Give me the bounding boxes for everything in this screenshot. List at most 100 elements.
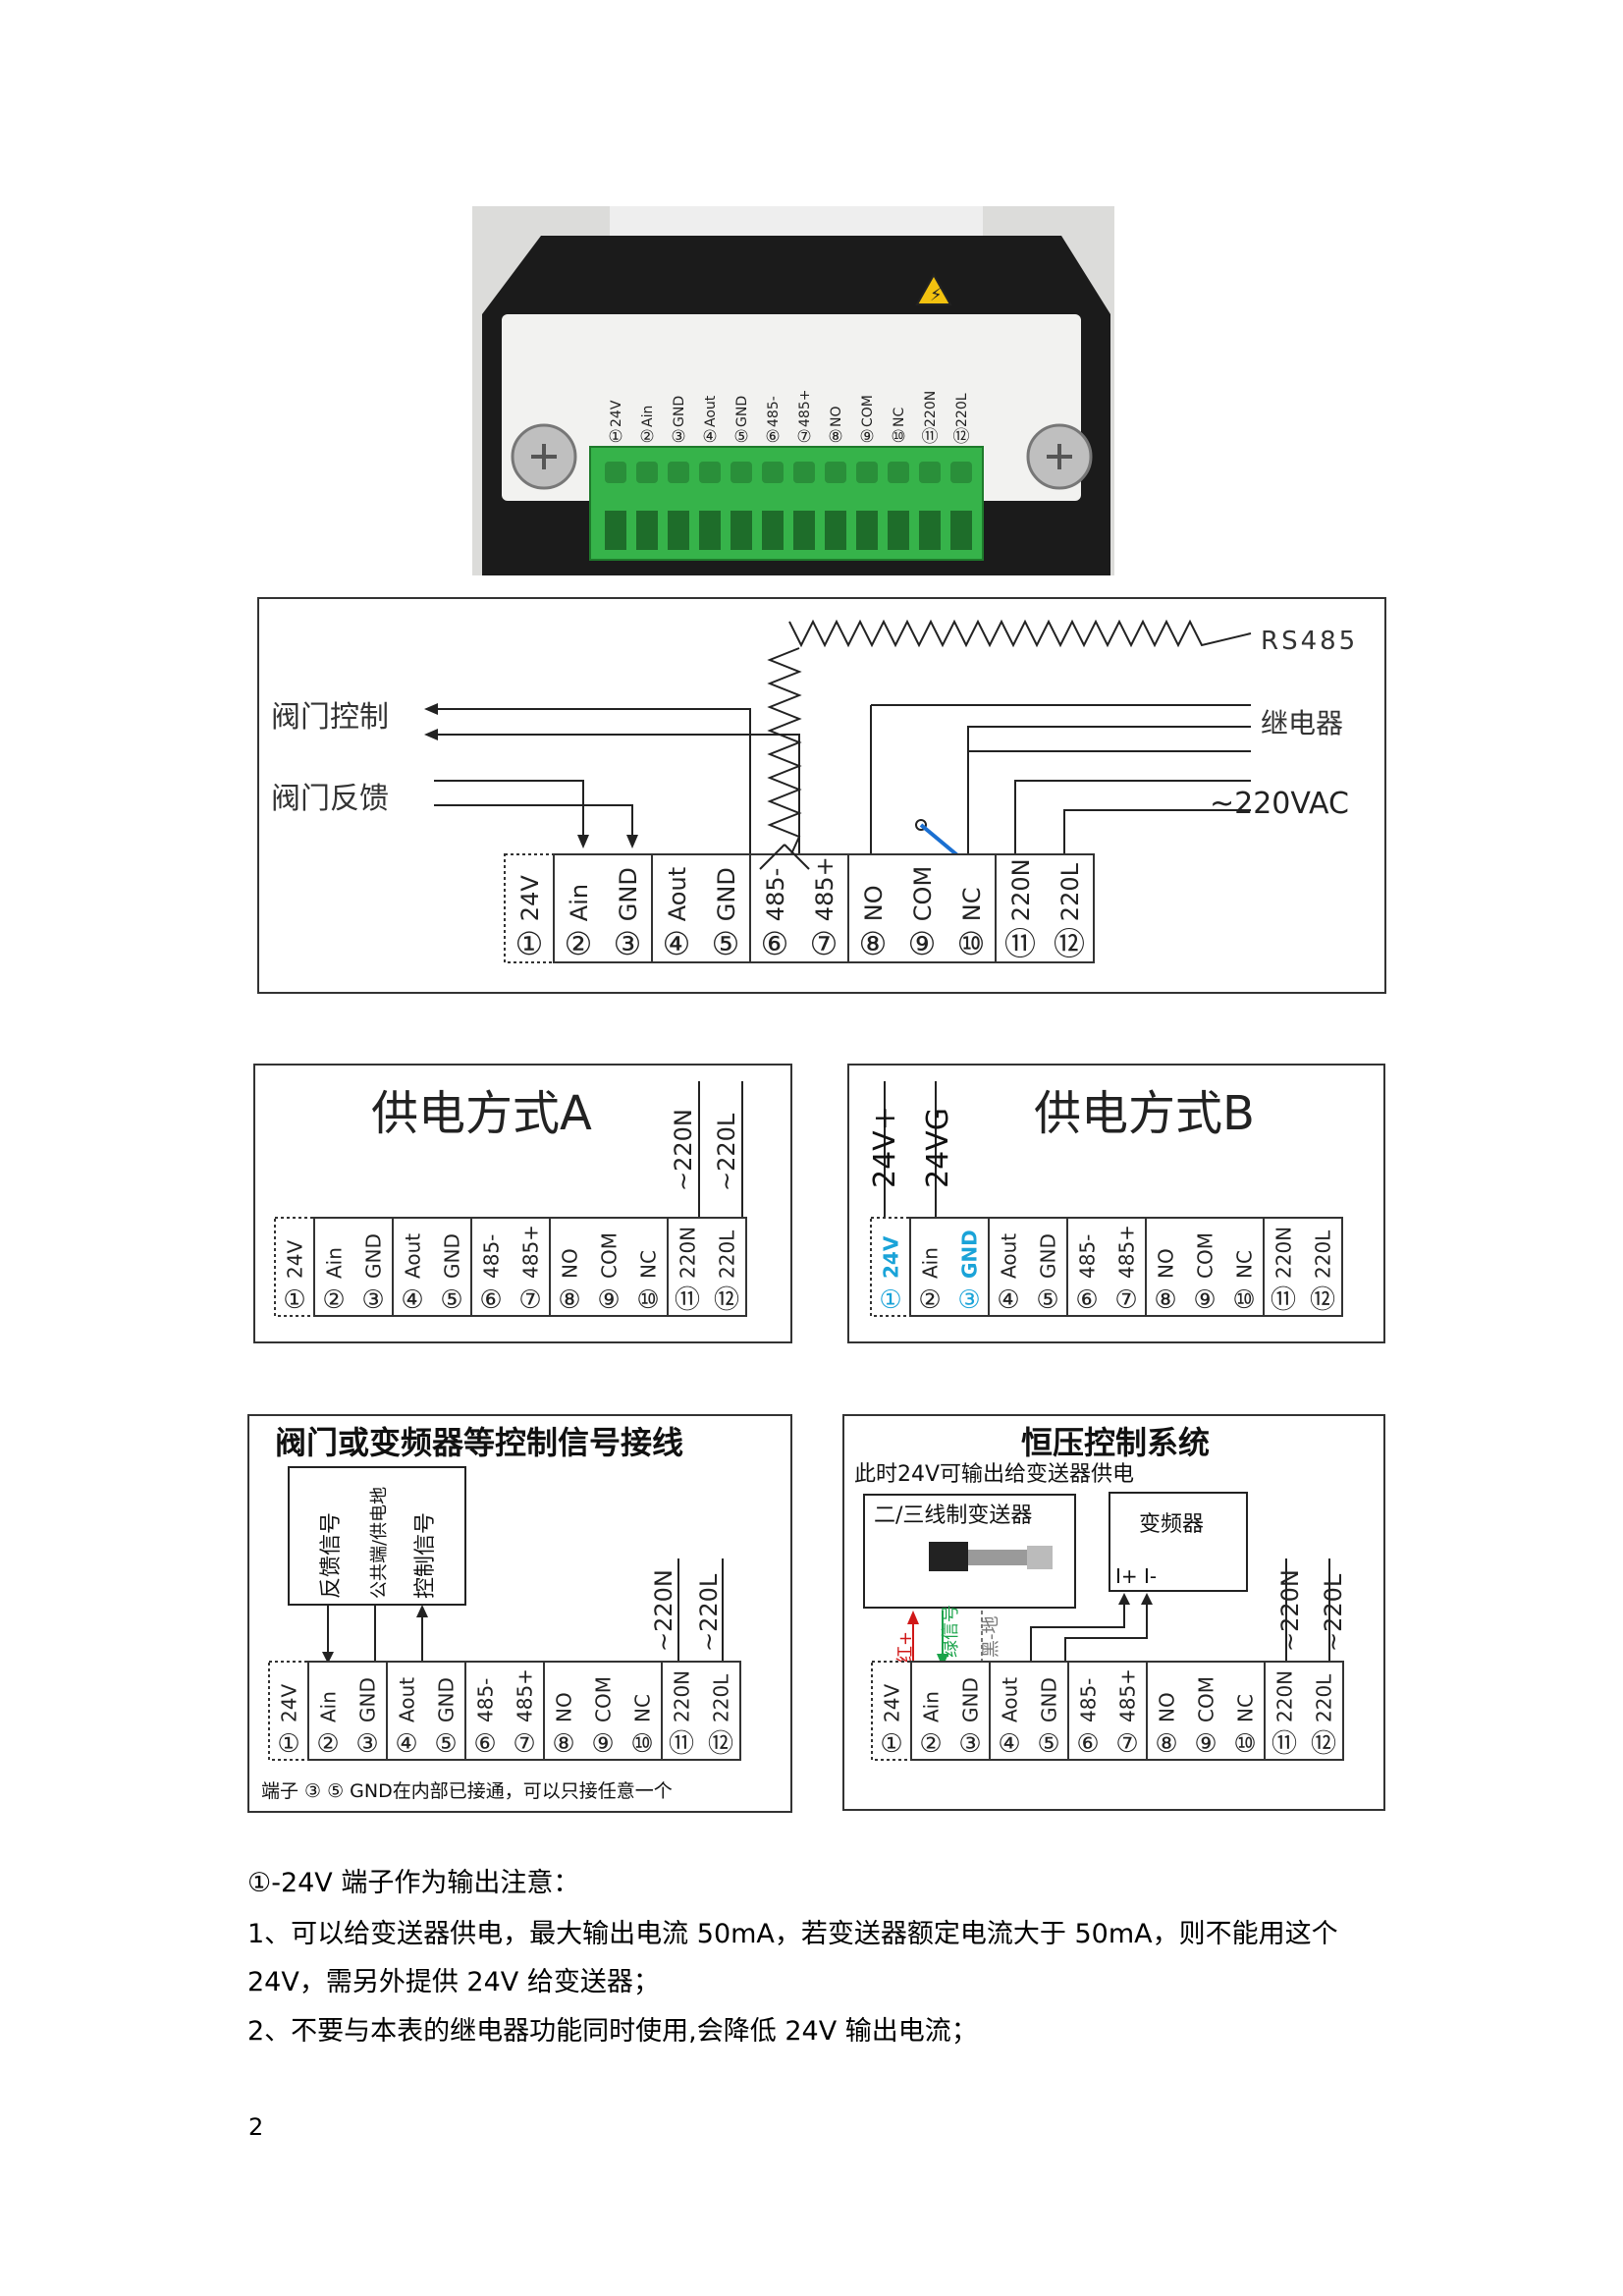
valve-signal-title: 阀门或变频器等控制信号接线 (275, 1424, 683, 1461)
terminal-number-4: ④ (997, 1285, 1019, 1315)
terminal-group-4 (1145, 1217, 1265, 1317)
photo-wire-slot (950, 511, 972, 550)
photo-label-4: Aout (703, 395, 719, 427)
terminal-label-1: 24V (881, 1684, 904, 1722)
label-relay: 继电器 (1261, 707, 1343, 739)
note-line-3: 24V，需另外提供 24V 给变送器； (247, 1967, 660, 1997)
terminal-label-4: Aout (998, 1233, 1021, 1279)
photo-screw-slot (699, 462, 721, 483)
terminal-group-4 (1146, 1661, 1266, 1761)
terminal-number-2: ② (565, 925, 593, 962)
terminal-group-3 (464, 1661, 545, 1761)
wire-black-label: 黑-地 (981, 1616, 1001, 1659)
photo-wire-slot (730, 511, 752, 550)
terminal-number-5: ⑤ (712, 925, 740, 962)
terminal-label-8: NO (559, 1248, 582, 1279)
terminal-label-9: COM (592, 1676, 616, 1722)
terminal-number-5: ⑤ (1036, 1285, 1058, 1315)
warning-icon (915, 272, 952, 305)
terminal-number-5: ⑤ (440, 1285, 462, 1315)
terminal-number-2: ② (316, 1729, 339, 1759)
terminal-label-6: 485- (1077, 1678, 1101, 1722)
terminal-number-9: ⑨ (1194, 1729, 1217, 1759)
terminal-number-9: ⑨ (908, 925, 937, 962)
cp-wire-1: ~220N (1276, 1569, 1304, 1652)
photo-screw-slot (636, 462, 658, 483)
svg-text:⚡: ⚡ (930, 285, 943, 305)
valve-wire-2: ~220L (695, 1573, 723, 1652)
terminal-label-3: GND (958, 1230, 982, 1279)
terminal-label-7: 485+ (811, 856, 839, 921)
terminal-label-8: NO (1156, 1692, 1179, 1722)
photo-wire-slot (919, 511, 941, 550)
photo-screw-slot (888, 462, 909, 483)
terminal-group-0 (274, 1217, 315, 1317)
terminal-number-12: ⑫ (708, 1729, 733, 1759)
terminal-group-5 (661, 1661, 741, 1761)
note-line-1: ①-24V 端子作为输出注意： (247, 1868, 580, 1898)
terminal-group-1 (910, 1661, 991, 1761)
terminal-number-6: ⑥ (473, 1729, 496, 1759)
rs485-twisted-pair (788, 619, 1252, 648)
terminal-number-5: ⑤ (1037, 1729, 1059, 1759)
terminal-label-12: 220L (716, 1230, 739, 1279)
terminal-label-8: NO (553, 1692, 576, 1722)
terminal-label-4: Aout (396, 1677, 419, 1722)
terminal-number-3: ③ (614, 925, 642, 962)
label-220vac: ~220VAC (1210, 787, 1349, 821)
valve-signal-svg: 阀门或变频器等控制信号接线 反馈信号 公共端/供电地 控制信号 ~220N ~2… (261, 1424, 741, 1802)
terminal-number-2: ② (918, 1285, 941, 1315)
power-b-wire-1: 24V+ (868, 1106, 902, 1188)
terminal-number-1: ① (879, 1285, 901, 1315)
terminal-label-5: GND (441, 1233, 464, 1279)
photo-number-1: ① (608, 427, 622, 447)
photo-wire-slot (636, 511, 658, 550)
terminal-number-6: ⑥ (479, 1285, 502, 1315)
photo-screw-slot (919, 462, 941, 483)
terminal-group-0 (870, 1217, 911, 1317)
terminal-label-5: GND (1037, 1233, 1060, 1279)
photo-label-6: 485- (766, 396, 782, 427)
terminal-number-1: ① (283, 1285, 305, 1315)
terminal-label-6: 485- (474, 1678, 498, 1722)
photo-label-1: 24V (609, 400, 624, 427)
terminal-number-1: ① (277, 1729, 299, 1759)
photo-number-9: ⑨ (859, 427, 874, 447)
terminal-group-5 (1264, 1661, 1344, 1761)
photo-screw-slot (950, 462, 972, 483)
terminal-group-3 (749, 853, 849, 963)
photo-wire-slot (699, 511, 721, 550)
note-line-2: 1、可以给变送器供电，最大输出电流 50mA，若变送器额定电流大于 50mA，则… (247, 1919, 1338, 1949)
terminal-label-11: 220N (676, 1227, 700, 1279)
power-b-svg: 供电方式B 24V+ 24VG 24V①Ain②GND③Aout④GND⑤485… (868, 1081, 1343, 1317)
photo-number-2: ② (639, 427, 654, 447)
terminal-label-4: Aout (402, 1233, 425, 1279)
terminal-number-7: ⑦ (1115, 1729, 1138, 1759)
terminal-number-11: ⑪ (1271, 1285, 1296, 1315)
terminal-number-11: ⑪ (675, 1285, 700, 1315)
photo-screw-slot (762, 462, 784, 483)
terminal-label-11: 220N (1273, 1670, 1297, 1722)
valve-signal-panel: 阀门或变频器等控制信号接线 反馈信号 公共端/供电地 控制信号 ~220N ~2… (247, 1414, 792, 1813)
terminal-number-10: ⑩ (1233, 1729, 1256, 1759)
terminal-number-2: ② (322, 1285, 345, 1315)
terminal-number-8: ⑧ (552, 1729, 574, 1759)
terminal-label-3: GND (362, 1233, 386, 1279)
photo-wire-slot (668, 511, 689, 550)
label-valve-control: 阀门控制 (271, 700, 389, 735)
terminal-label-4: Aout (664, 867, 691, 921)
terminal-label-11: 220N (1272, 1227, 1296, 1279)
terminal-number-10: ⑩ (1232, 1285, 1255, 1315)
terminal-number-7: ⑦ (513, 1729, 535, 1759)
terminal-number-10: ⑩ (957, 925, 986, 962)
terminal-group-1 (313, 1217, 394, 1317)
terminal-number-11: ⑪ (1271, 1729, 1297, 1759)
terminal-label-12: 220L (710, 1673, 733, 1722)
terminal-label-9: COM (1195, 1676, 1218, 1722)
terminal-label-10: NC (1233, 1250, 1257, 1279)
terminal-label-2: Ain (317, 1691, 341, 1722)
valve-wire-1: ~220N (650, 1569, 677, 1652)
terminal-number-3: ③ (958, 1729, 981, 1759)
